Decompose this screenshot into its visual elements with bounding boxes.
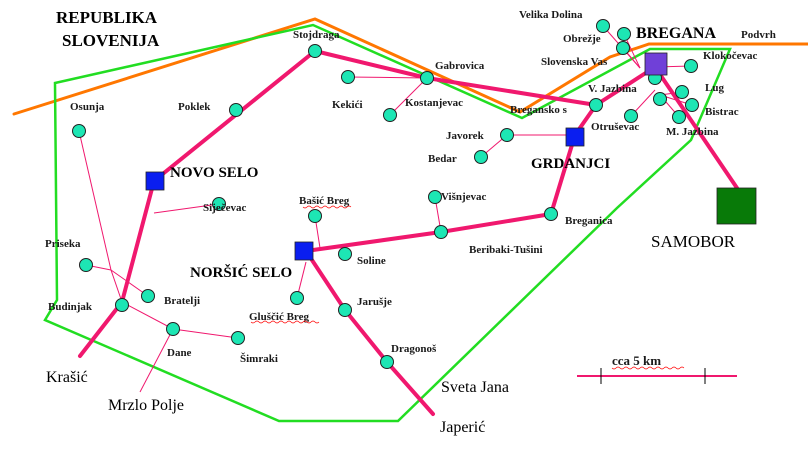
label-osunja: Osunja xyxy=(70,101,105,113)
node-poklek[interactable] xyxy=(229,103,243,117)
label-slovenska-vas: Slovenska Vas xyxy=(541,56,608,68)
label-podvrh: Podvrh xyxy=(741,29,776,41)
label-klokocevac: Klokočevac xyxy=(703,50,757,62)
node-lug[interactable] xyxy=(675,85,689,99)
spellcheck-underlines xyxy=(250,205,685,370)
scale-label: cca 5 km xyxy=(612,353,661,368)
label-jarusje: Jarušje xyxy=(357,296,392,308)
label-krasic: Krašić xyxy=(46,369,88,386)
label-soline: Soline xyxy=(357,255,386,267)
label-poklek: Poklek xyxy=(178,101,211,113)
node-m-jazbina[interactable] xyxy=(672,110,686,124)
label-visnjevac: Višnjevac xyxy=(441,191,487,203)
label-bratelji: Bratelji xyxy=(164,295,200,307)
hub-grdanjci[interactable] xyxy=(565,127,585,147)
node-beribaki[interactable] xyxy=(434,225,448,239)
scale-bar: cca 5 km xyxy=(577,353,737,384)
label-dane: Dane xyxy=(167,347,192,359)
region-label-republika: REPUBLIKA SLOVENIJA xyxy=(56,8,160,50)
node-simraki[interactable] xyxy=(231,331,245,345)
node-kekici[interactable] xyxy=(341,70,355,84)
hub-norsic-selo[interactable] xyxy=(294,241,314,261)
node-bratelji[interactable] xyxy=(141,289,155,303)
node-v-jazbina[interactable] xyxy=(589,98,603,112)
node-otrusevac[interactable] xyxy=(624,109,638,123)
label-javorek: Javorek xyxy=(446,130,485,142)
label-sveta-jana: Sveta Jana xyxy=(441,379,509,396)
node-velika-dolina[interactable] xyxy=(596,19,610,33)
region-label-line2: SLOVENIJA xyxy=(62,31,160,50)
hub-bregana[interactable] xyxy=(644,52,668,76)
label-budinjak: Budinjak xyxy=(48,301,93,313)
node-basic-breg[interactable] xyxy=(308,209,322,223)
label-kostanjevac: Kostanjevac xyxy=(405,97,463,109)
node-gluscic-breg[interactable] xyxy=(290,291,304,305)
label-japeric: Japerić xyxy=(440,419,485,436)
node-stojdraga[interactable] xyxy=(308,44,322,58)
label-samobor: SAMOBOR xyxy=(651,232,736,251)
label-bedar: Bedar xyxy=(428,153,457,165)
label-m-jazbina: M. Jazbina xyxy=(666,126,719,138)
node-visnjevac[interactable] xyxy=(428,190,442,204)
node-dane[interactable] xyxy=(166,322,180,336)
node-lug-2[interactable] xyxy=(653,92,667,106)
label-beribaki: Beribaki-Tušini xyxy=(469,244,543,256)
node-obrezje[interactable] xyxy=(617,27,631,41)
label-priseka: Priseka xyxy=(45,238,81,250)
label-v-jazbina: V. Jazbina xyxy=(588,83,637,95)
label-novo-selo: NOVO SELO xyxy=(170,165,258,181)
hub-samobor[interactable] xyxy=(716,187,757,225)
label-lug: Lug xyxy=(705,82,724,94)
label-basic-breg: Bašić Breg xyxy=(299,195,350,207)
label-sijecevac: Siječevac xyxy=(203,202,246,214)
node-slovenska-vas[interactable] xyxy=(616,41,630,55)
label-mrzlo-polje: Mrzlo Polje xyxy=(108,397,184,414)
node-priseka[interactable] xyxy=(79,258,93,272)
node-soline[interactable] xyxy=(338,247,352,261)
label-kekici: Kekići xyxy=(332,99,363,111)
village-nodes xyxy=(72,19,699,369)
node-bistrac[interactable] xyxy=(685,98,699,112)
node-budinjak[interactable] xyxy=(115,298,129,312)
label-simraki: Šimraki xyxy=(240,352,278,365)
label-gluscic-breg: Gluščić Breg xyxy=(249,311,309,323)
node-gabrovica[interactable] xyxy=(420,71,434,85)
label-breganica: Breganica xyxy=(565,215,613,227)
node-klokocevac[interactable] xyxy=(684,59,698,73)
label-grdanjci: GRDANJCI xyxy=(531,156,610,172)
label-velika-dolina: Velika Dolina xyxy=(519,9,583,21)
label-obrezje: Obrežje xyxy=(563,33,601,45)
hubs xyxy=(145,52,757,261)
village-labels: Stojdraga Gabrovica Kekići Kostanjevac B… xyxy=(45,9,776,365)
hub-novo-selo[interactable] xyxy=(145,171,165,191)
node-dragonos[interactable] xyxy=(380,355,394,369)
label-gabrovica: Gabrovica xyxy=(435,60,485,72)
label-bistrac: Bistrac xyxy=(705,106,739,118)
label-stojdraga: Stojdraga xyxy=(293,29,340,41)
node-javorek[interactable] xyxy=(500,128,514,142)
local-roads xyxy=(78,25,693,393)
label-dragonos: Dragonoš xyxy=(391,343,437,355)
node-kostanjevac[interactable] xyxy=(383,108,397,122)
label-norsic-selo: NORŠIĆ SELO xyxy=(190,264,292,281)
label-bregana: BREGANA xyxy=(636,25,716,42)
region-label-line1: REPUBLIKA xyxy=(56,8,158,27)
label-bregansko-s: Bregansko s xyxy=(510,104,568,116)
node-bedar[interactable] xyxy=(474,150,488,164)
node-breganica[interactable] xyxy=(544,207,558,221)
node-osunja[interactable] xyxy=(72,124,86,138)
outside-labels: Krašić Mrzlo Polje Sveta Jana Japerić xyxy=(46,369,509,436)
label-otrusevac: Otruševac xyxy=(591,121,639,133)
municipality-boundary xyxy=(43,23,732,423)
node-sijecevac[interactable] xyxy=(212,197,226,211)
node-jarusje[interactable] xyxy=(338,303,352,317)
